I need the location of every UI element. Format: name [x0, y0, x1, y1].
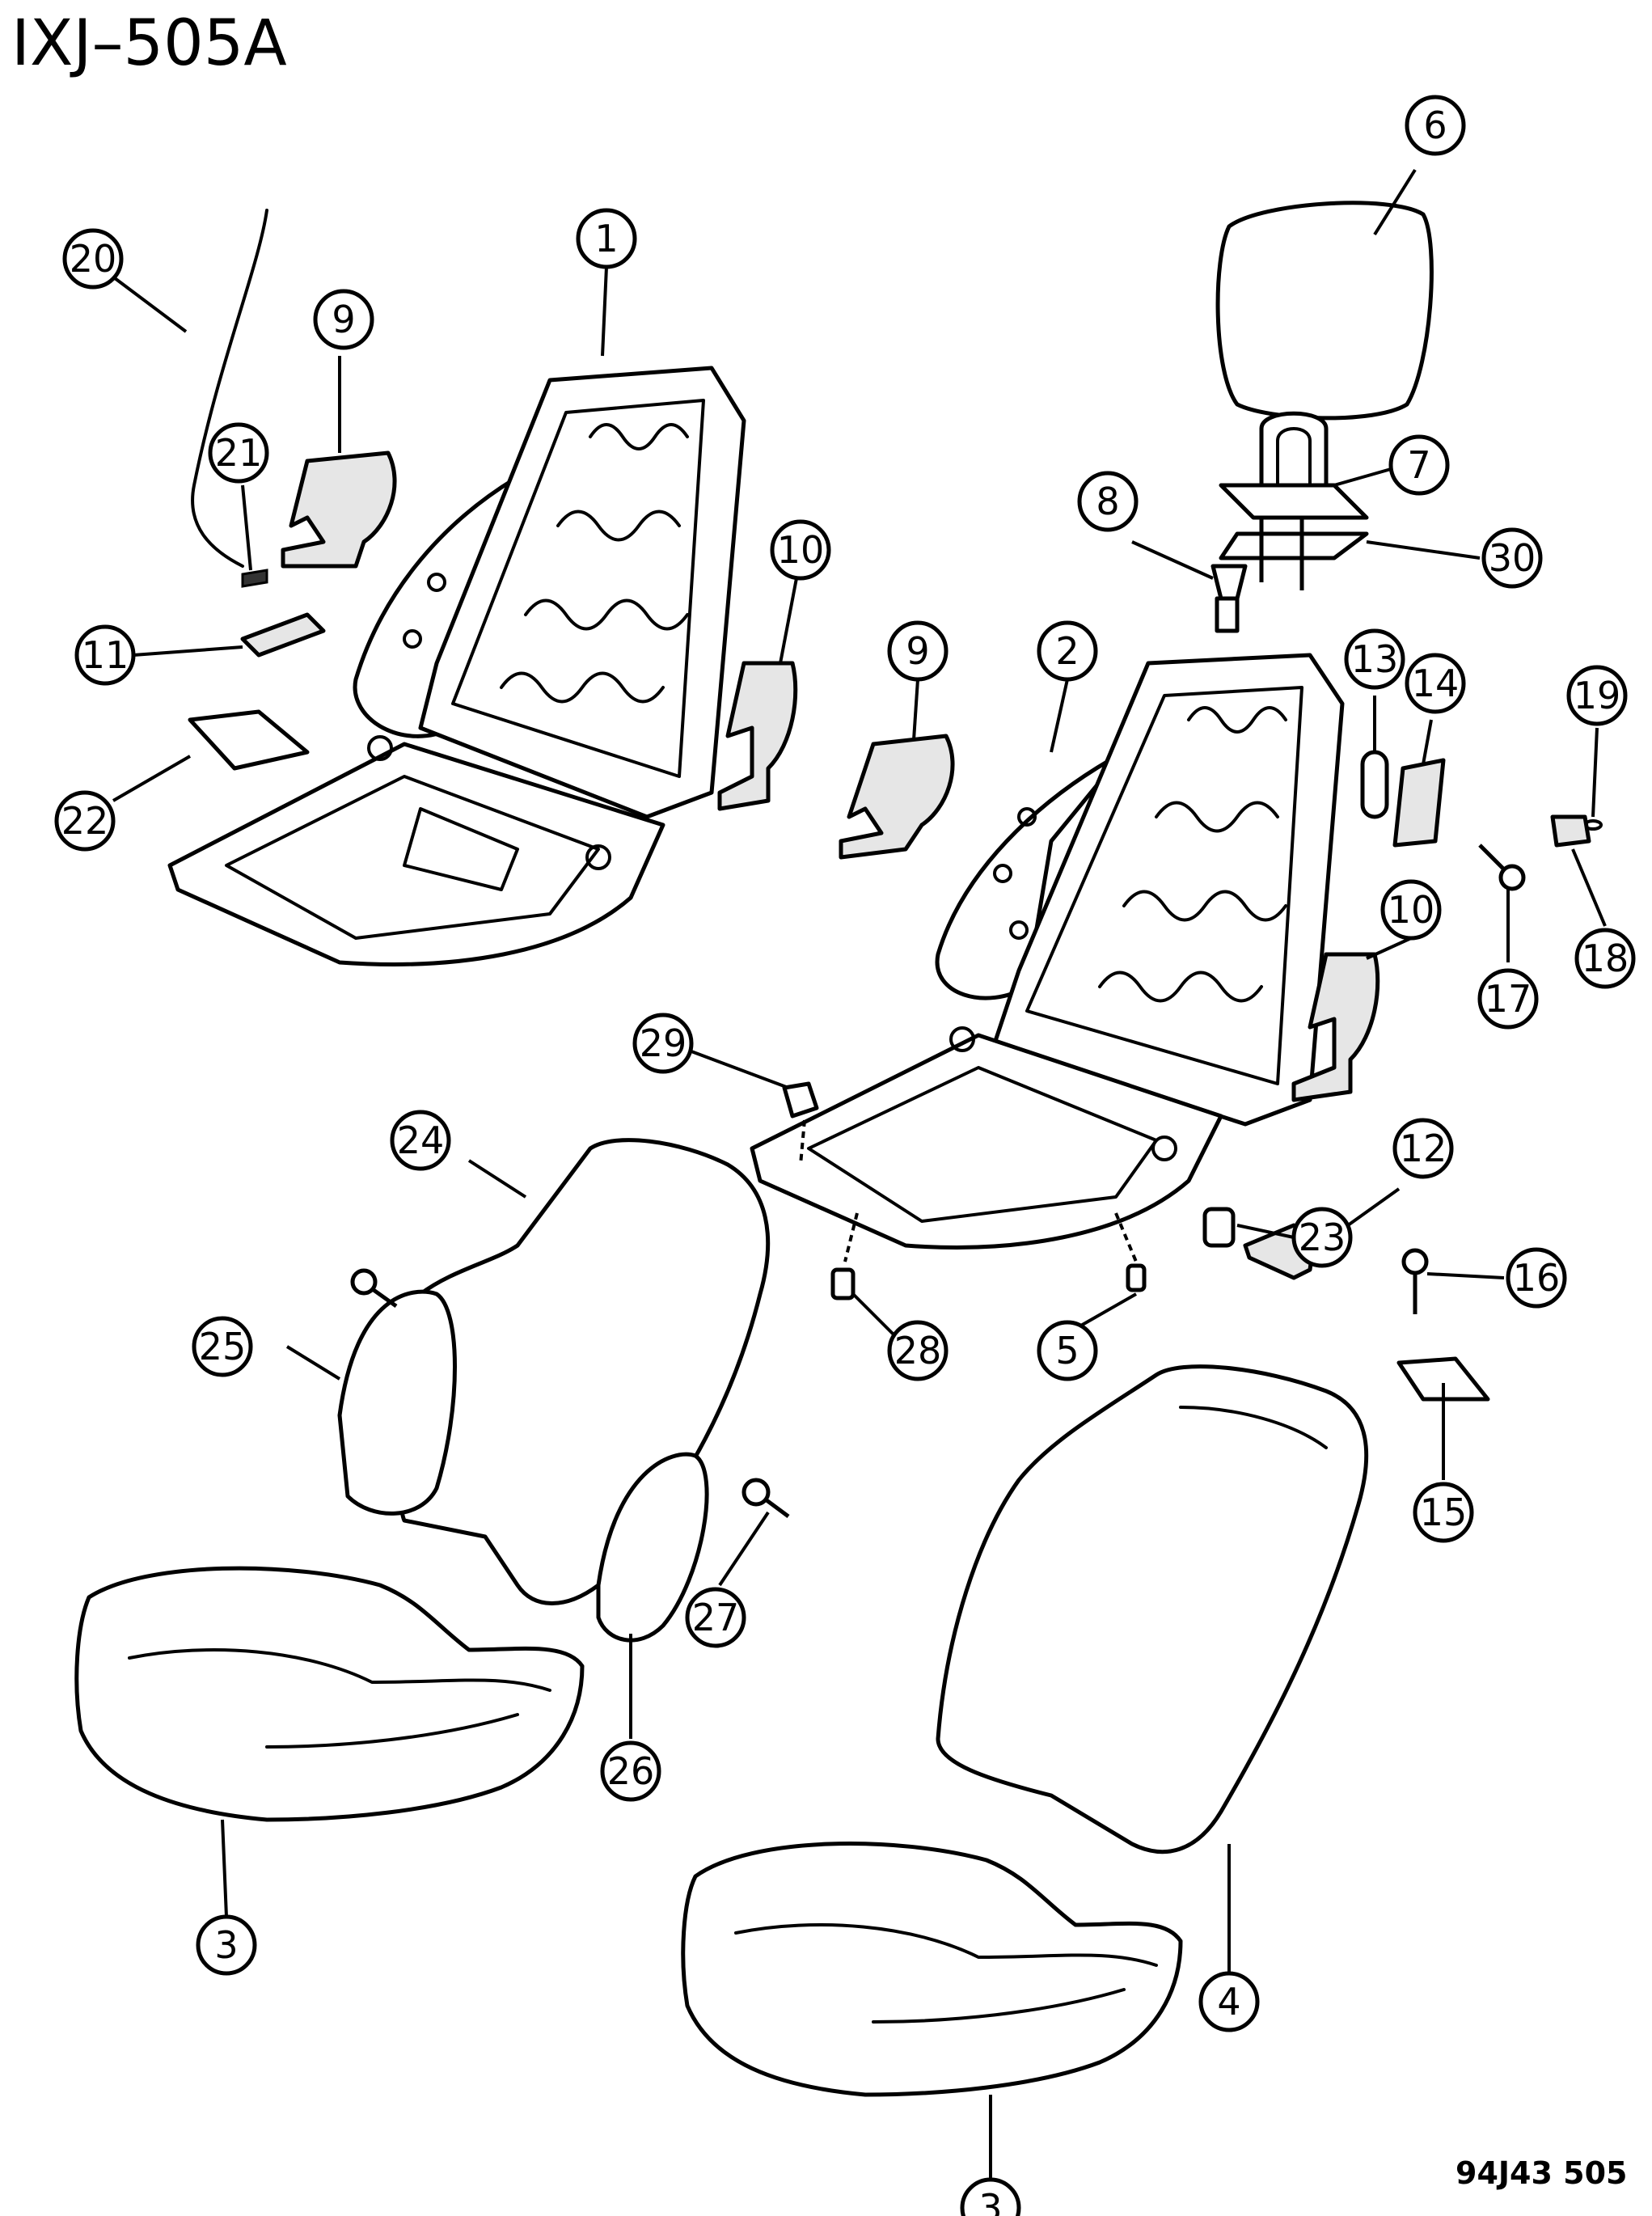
callout-8: 8: [1077, 471, 1139, 532]
bezel-ring: [1360, 750, 1389, 819]
svg-text:10: 10: [777, 528, 825, 572]
svg-text:14: 14: [1412, 662, 1460, 705]
callout-26: 26: [600, 1740, 661, 1802]
svg-text:22: 22: [61, 799, 109, 843]
svg-text:27: 27: [692, 1596, 740, 1639]
callout-3-left: 3: [196, 1914, 257, 1976]
svg-text:12: 12: [1400, 1127, 1447, 1170]
callout-9-lower: 9: [887, 620, 949, 682]
cushion-trim-bracket: [188, 709, 310, 771]
callout-15: 15: [1413, 1482, 1474, 1543]
seat-cushion-left: [74, 1566, 585, 1822]
callout-30: 30: [1481, 527, 1543, 589]
bolt-28: [830, 1212, 859, 1300]
svg-text:25: 25: [199, 1325, 247, 1368]
callout-16: 16: [1506, 1247, 1567, 1309]
headrest-sleeve: [1210, 564, 1248, 633]
seat-back-assembled-right: [936, 1364, 1369, 1854]
svg-text:7: 7: [1407, 443, 1430, 487]
svg-text:5: 5: [1055, 1329, 1079, 1372]
svg-text:23: 23: [1299, 1216, 1346, 1259]
recliner-cover-upper-left: [281, 450, 397, 569]
screw-27: [741, 1478, 790, 1519]
callout-6: 6: [1405, 95, 1466, 156]
callout-25: 25: [192, 1316, 253, 1377]
svg-text:2: 2: [1055, 629, 1079, 673]
svg-text:30: 30: [1489, 536, 1536, 580]
screw-16: [1401, 1248, 1429, 1314]
diagram-title: IXJ–505A: [11, 7, 287, 80]
callout-12: 12: [1392, 1118, 1454, 1179]
svg-text:21: 21: [215, 431, 263, 475]
callout-14: 14: [1405, 653, 1466, 714]
callout-18: 18: [1574, 928, 1636, 989]
callout-1: 1: [576, 208, 637, 269]
svg-text:10: 10: [1388, 888, 1435, 932]
callout-21: 21: [208, 422, 269, 484]
callout-3-right: 3: [960, 2177, 1021, 2216]
callout-23: 23: [1291, 1207, 1353, 1268]
svg-text:18: 18: [1582, 937, 1629, 980]
seat-cushion-right: [681, 1842, 1183, 2097]
headrest-guide: [1219, 411, 1369, 590]
svg-text:15: 15: [1420, 1491, 1468, 1534]
knob-cap: [1550, 814, 1591, 848]
callout-4: 4: [1198, 1971, 1260, 2032]
release-cable: [191, 209, 268, 568]
svg-text:11: 11: [82, 633, 129, 677]
leader-lines: [104, 168, 1607, 2184]
callout-7: 7: [1388, 434, 1450, 496]
svg-text:1: 1: [594, 217, 618, 260]
release-plate: [1392, 758, 1446, 848]
callout-17: 17: [1477, 968, 1539, 1030]
recliner-cover-right-upper: [717, 661, 798, 811]
cable-clip: [241, 569, 268, 588]
svg-text:6: 6: [1423, 104, 1447, 147]
svg-text:17: 17: [1485, 977, 1532, 1021]
bolt-23: [1202, 1207, 1236, 1248]
bracket-15: [1396, 1356, 1490, 1402]
svg-text:26: 26: [607, 1749, 655, 1793]
drawing-code: 94J43 505: [1456, 2155, 1627, 2191]
callout-9-upper: 9: [313, 289, 374, 350]
svg-text:4: 4: [1217, 1980, 1240, 2024]
callout-10-upper: 10: [770, 519, 831, 581]
svg-text:9: 9: [332, 298, 355, 341]
recliner-cover-lower-left: [839, 734, 955, 860]
callout-24: 24: [390, 1110, 451, 1171]
svg-text:3: 3: [978, 2186, 1002, 2216]
callout-19: 19: [1566, 665, 1628, 726]
callout-20: 20: [62, 228, 124, 290]
callout-5: 5: [1037, 1320, 1098, 1381]
callout-27: 27: [685, 1587, 746, 1648]
svg-text:28: 28: [894, 1329, 942, 1372]
screw-5: [1114, 1212, 1147, 1292]
side-bolster-left: [337, 1289, 457, 1516]
callout-2: 2: [1037, 620, 1098, 682]
screw-25: [350, 1268, 398, 1309]
recliner-cover-right-lower: [1291, 952, 1380, 1102]
svg-text:3: 3: [214, 1923, 238, 1967]
svg-text:24: 24: [397, 1119, 445, 1162]
callout-13: 13: [1344, 628, 1405, 690]
callout-29: 29: [632, 1013, 694, 1074]
svg-text:19: 19: [1574, 674, 1621, 717]
callout-28: 28: [887, 1320, 949, 1381]
callout-10-lower: 10: [1380, 879, 1442, 941]
callout-22: 22: [54, 790, 116, 852]
svg-text:8: 8: [1096, 480, 1119, 523]
screw-17: [1478, 844, 1526, 891]
recline-lever: [240, 612, 326, 658]
svg-text:9: 9: [906, 629, 929, 673]
svg-text:29: 29: [640, 1021, 687, 1065]
callout-11: 11: [74, 624, 136, 686]
headrest: [1215, 201, 1434, 421]
seat-back-frame-left: [167, 366, 746, 966]
svg-text:16: 16: [1513, 1256, 1561, 1300]
seat-back-frame-right: [750, 653, 1345, 1250]
nut-29: [782, 1081, 819, 1119]
svg-text:13: 13: [1351, 637, 1399, 681]
svg-text:20: 20: [70, 237, 117, 281]
